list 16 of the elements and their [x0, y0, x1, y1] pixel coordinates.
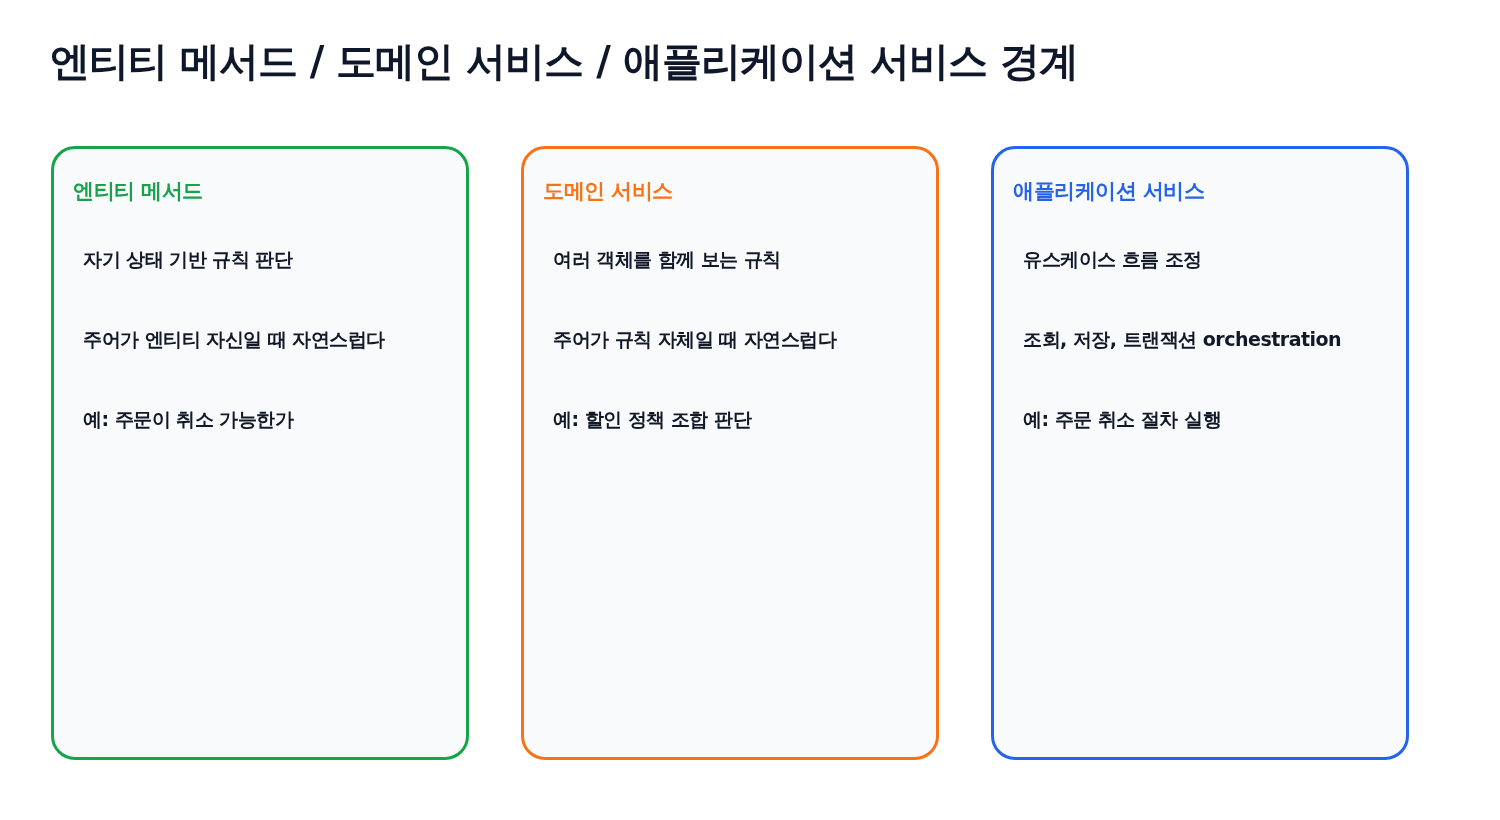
card-item: 예: 주문 취소 절차 실행	[1023, 407, 1222, 432]
column-card	[51, 146, 469, 760]
card-item: 여러 객체를 함께 보는 규칙	[553, 247, 781, 272]
card-heading: 엔티티 메서드	[73, 178, 203, 205]
column-card	[991, 146, 1409, 760]
title: 엔티티 메서드 / 도메인 서비스 / 애플리케이션 서비스 경계	[50, 37, 1078, 86]
card-item: 주어가 규칙 자체일 때 자연스럽다	[553, 327, 837, 352]
card-heading: 도메인 서비스	[543, 178, 673, 205]
card-item: 예: 할인 정책 조합 판단	[553, 407, 752, 432]
card-item: 예: 주문이 취소 가능한가	[83, 407, 294, 432]
column-card	[521, 146, 939, 760]
card-item: 자기 상태 기반 규칙 판단	[83, 247, 293, 272]
card-item: 주어가 엔티티 자신일 때 자연스럽다	[83, 327, 385, 352]
card-heading: 애플리케이션 서비스	[1013, 178, 1205, 205]
card-item: 조회, 저장, 트랜잭션 orchestration	[1023, 327, 1342, 352]
card-item: 유스케이스 흐름 조정	[1023, 247, 1202, 272]
